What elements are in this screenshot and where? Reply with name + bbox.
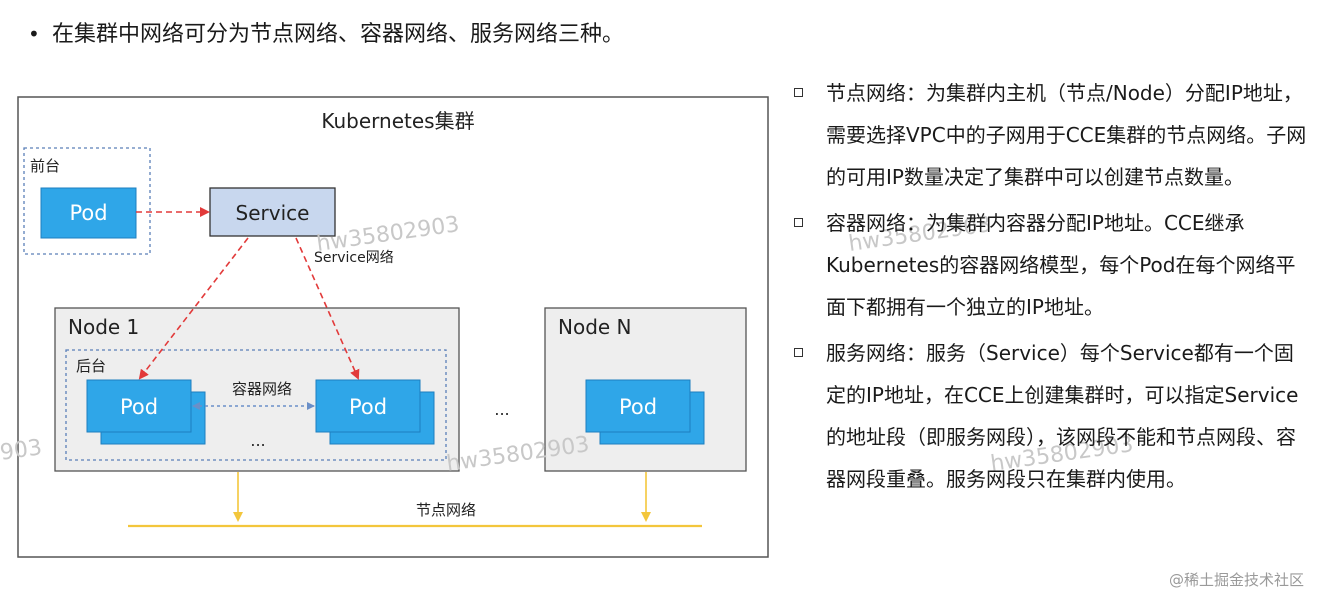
bullet-text: 容器网络：为集群内容器分配IP地址。CCE继承Kubernetes的容器网络模型… bbox=[826, 211, 1296, 319]
service-box bbox=[209, 187, 336, 237]
pods-ellipsis: ... bbox=[250, 431, 265, 450]
frontend-pod bbox=[40, 187, 137, 239]
container-network-label: 容器网络 bbox=[232, 380, 292, 398]
square-bullet-icon bbox=[794, 218, 803, 227]
bullet-text: 节点网络：为集群内主机（节点/Node）分配IP地址，需要选择VPC中的子网用于… bbox=[826, 81, 1307, 189]
frontend-box bbox=[23, 147, 151, 255]
nodes-ellipsis: ... bbox=[494, 400, 509, 419]
pod-left bbox=[86, 379, 192, 433]
node-network-label: 节点网络 bbox=[416, 501, 476, 519]
backend-box bbox=[65, 349, 447, 461]
pod-left-label: Pod bbox=[120, 395, 158, 419]
bullet-dot: • bbox=[28, 22, 40, 46]
bullet-text: 服务网络：服务（Service）每个Service都有一个固定的IP地址，在CC… bbox=[826, 341, 1299, 491]
square-bullet-icon bbox=[794, 88, 803, 97]
bullet-node-network: 节点网络：为集群内主机（节点/Node）分配IP地址，需要选择VPC中的子网用于… bbox=[792, 72, 1312, 198]
network-diagram: Kubernetes集群 前台 Pod Service Service网络 No… bbox=[17, 96, 769, 558]
node-1-label: Node 1 bbox=[68, 315, 139, 339]
pod-n-label: Pod bbox=[619, 395, 657, 419]
service-to-pod-right-arrow bbox=[295, 237, 360, 380]
pod-right bbox=[315, 379, 421, 433]
pod-n bbox=[585, 379, 691, 433]
service-label: Service bbox=[236, 201, 310, 225]
frontend-label: 前台 bbox=[30, 157, 60, 175]
service-network-label: Service网络 bbox=[314, 250, 394, 266]
pod-right-label: Pod bbox=[349, 395, 387, 419]
square-bullet-icon bbox=[794, 348, 803, 357]
bullet-service-network: 服务网络：服务（Service）每个Service都有一个固定的IP地址，在CC… bbox=[792, 332, 1312, 500]
node-n-label: Node N bbox=[558, 315, 632, 339]
cluster-label: Kubernetes集群 bbox=[321, 109, 474, 133]
headline-text: 在集群中网络可分为节点网络、容器网络、服务网络三种。 bbox=[52, 22, 625, 47]
backend-label: 后台 bbox=[76, 357, 106, 375]
bullet-list: 节点网络：为集群内主机（节点/Node）分配IP地址，需要选择VPC中的子网用于… bbox=[792, 72, 1312, 504]
headline: • 在集群中网络可分为节点网络、容器网络、服务网络三种。 bbox=[28, 16, 624, 48]
bullet-container-network: 容器网络：为集群内容器分配IP地址。CCE继承Kubernetes的容器网络模型… bbox=[792, 202, 1312, 328]
frontend-pod-label: Pod bbox=[69, 201, 107, 225]
brand-watermark: @稀土掘金技术社区 bbox=[1168, 571, 1304, 589]
